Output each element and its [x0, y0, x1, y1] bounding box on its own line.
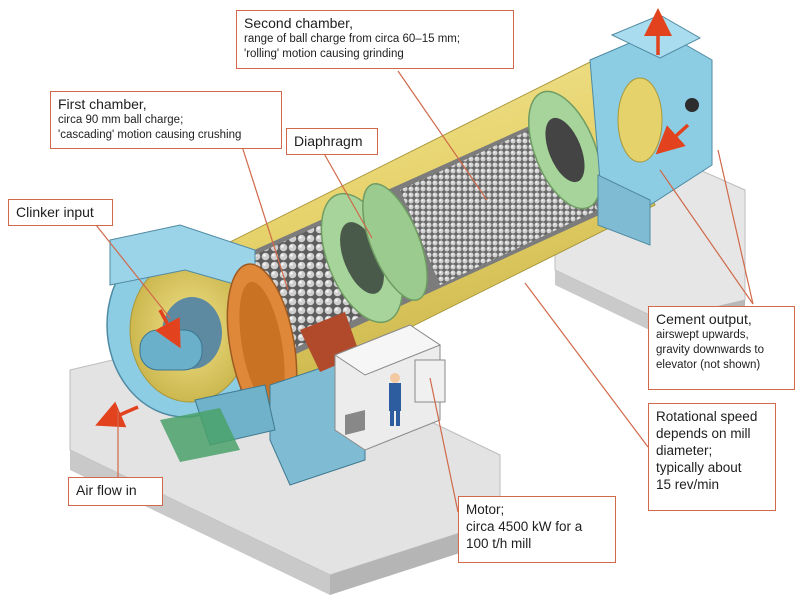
diaphragm-leader [321, 149, 373, 239]
cement-output-line-1: airswept upwards, [656, 329, 749, 341]
cement-output-line-3: elevator (not shown) [656, 359, 761, 371]
cement-output-lower-leader [659, 169, 754, 305]
clinker-input-arrow [155, 309, 181, 349]
cement-output-title: Cement output, [656, 311, 752, 327]
motor-label: Motor; circa 4500 kW for a 100 t/h mill [458, 496, 616, 563]
leader-lines [95, 70, 754, 513]
inlet-chute [139, 329, 203, 371]
motor-line-2: circa 4500 kW for a [466, 519, 583, 534]
first-chamber-leader [239, 139, 289, 291]
outlet-housing [589, 14, 713, 246]
air-flow-in-label: Air flow in [68, 477, 163, 506]
motor-leader [429, 377, 459, 513]
rotational-speed-line-5: 15 rev/min [656, 477, 720, 492]
outlet-grate [545, 117, 585, 183]
second-chamber-line-2: 'rolling' motion causing grinding [244, 48, 404, 60]
rotational-speed-line-4: typically about [656, 460, 742, 475]
gravity-output-arrow [655, 123, 690, 155]
worker-figure [389, 373, 401, 426]
drive-motor [333, 324, 446, 451]
first-chamber-title: First chamber, [58, 96, 147, 112]
cement-output-upper-leader [717, 149, 754, 305]
cement-output-label: Cement output, airswept upwards, gravity… [648, 306, 795, 390]
motor-line-1: Motor; [466, 502, 505, 517]
cement-output-line-2: gravity downwards to [656, 344, 765, 356]
first-chamber-line-1: circa 90 mm ball charge; [58, 114, 184, 126]
first-chamber-label: First chamber, circa 90 mm ball charge; … [50, 91, 282, 149]
second-chamber-line-1: range of ball charge from circa 60–15 mm… [244, 33, 461, 45]
air-flow-arrow [95, 401, 139, 428]
diaphragm-label: Diaphragm [286, 128, 378, 155]
motor-line-3: 100 t/h mill [466, 536, 532, 551]
second-chamber-leader [397, 70, 488, 201]
rotational-speed-label: Rotational speed depends on mill diamete… [648, 403, 776, 511]
air-flow-in-title: Air flow in [76, 482, 137, 498]
first-chamber-line-2: 'cascading' motion causing crushing [58, 129, 242, 141]
second-chamber-label: Second chamber, range of ball charge fro… [236, 10, 514, 69]
second-chamber-title: Second chamber, [244, 15, 353, 31]
clinker-input-leader [95, 224, 171, 319]
rotational-speed-line-2: depends on mill [656, 426, 751, 441]
diaphragm-title: Diaphragm [294, 133, 363, 149]
inlet-housing [106, 224, 264, 418]
rotational-speed-line-3: diameter; [656, 443, 713, 458]
clinker-input-title: Clinker input [16, 204, 94, 220]
rotational-speed-line-1: Rotational speed [656, 409, 758, 424]
rotational-speed-leader [524, 282, 649, 448]
clinker-input-label: Clinker input [8, 199, 113, 226]
diaphragm-plate [320, 183, 428, 324]
flow-arrows [95, 8, 690, 428]
